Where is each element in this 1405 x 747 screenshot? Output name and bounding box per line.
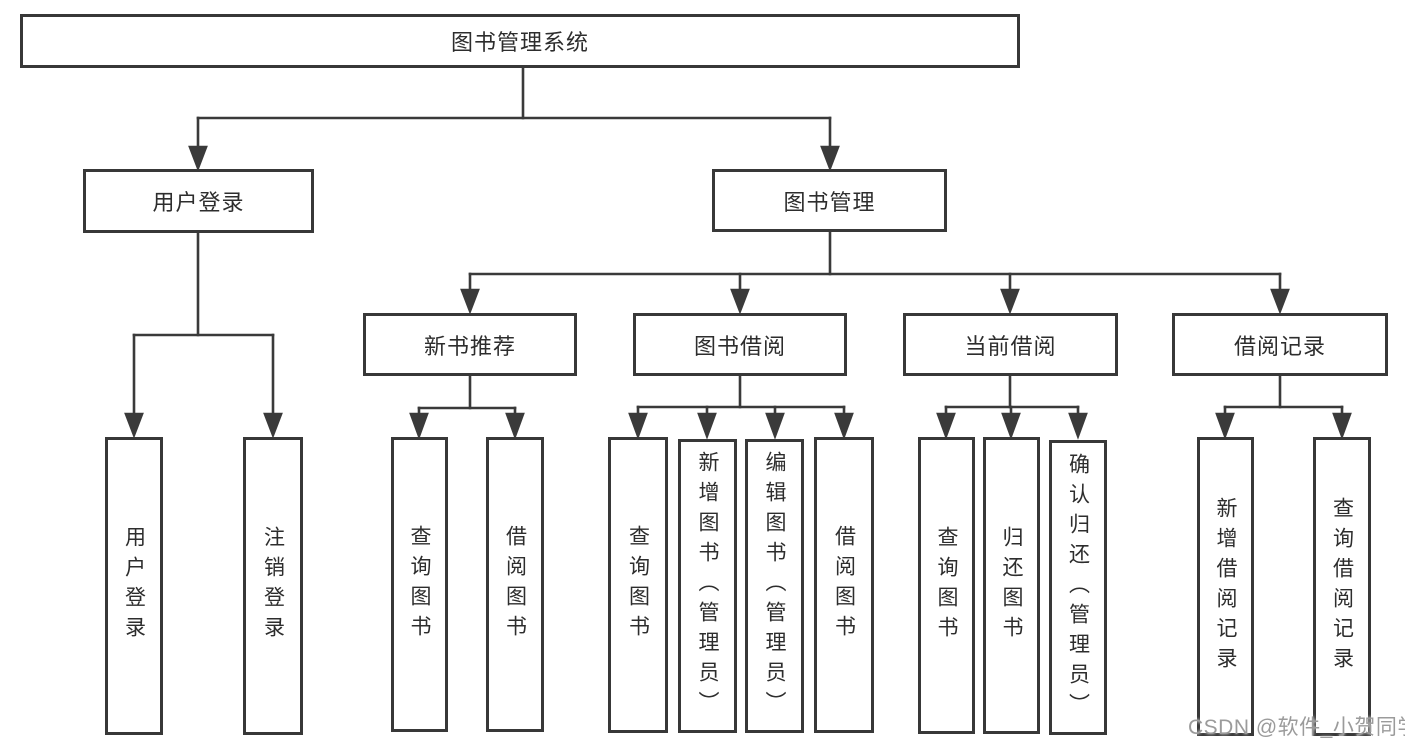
node-book-mgmt: 图书管理 <box>712 169 947 232</box>
node-new-book-rec-label: 新书推荐 <box>423 333 516 359</box>
arrowhead-icon <box>409 412 429 440</box>
node-edit-books-admin: 编辑图书（管理员） <box>745 439 804 733</box>
connector-root-to-level2 <box>188 66 840 172</box>
node-query-borrow-record: 查询借阅记录 <box>1313 437 1371 736</box>
node-query-books-cb: 查询图书 <box>918 437 975 734</box>
node-root-label: 图书管理系统 <box>450 30 589 55</box>
node-return-books: 归还图书 <box>983 437 1040 734</box>
connector-new-book-rec-children <box>409 374 525 440</box>
node-book-borrow: 图书借阅 <box>633 313 847 376</box>
connector-current-borrow-children <box>936 374 1088 440</box>
node-confirm-return-admin-label: 确认归还（管理员） <box>1066 452 1090 723</box>
node-user-login-leaf: 用户登录 <box>105 437 163 735</box>
arrowhead-icon <box>460 288 480 315</box>
node-user-login-label: 用户登录 <box>152 190 245 215</box>
node-query-books-cb-label: 查询图书 <box>935 525 958 646</box>
node-book-borrow-label: 图书借阅 <box>693 333 786 359</box>
node-borrow-books-rec: 借阅图书 <box>486 437 544 732</box>
node-query-books-rec-label: 查询图书 <box>408 524 431 645</box>
node-current-borrow-label: 当前借阅 <box>964 333 1057 359</box>
node-query-books-bb: 查询图书 <box>608 437 668 733</box>
node-confirm-return-admin: 确认归还（管理员） <box>1049 440 1107 735</box>
node-borrow-records-label: 借阅记录 <box>1233 333 1326 359</box>
node-user-login: 用户登录 <box>83 169 314 233</box>
node-borrow-books-bb-label: 借阅图书 <box>832 525 856 645</box>
arrowhead-icon <box>1000 288 1020 315</box>
node-add-books-admin-label: 新增图书（管理员） <box>696 451 719 721</box>
arrowhead-icon <box>263 412 283 439</box>
node-logout-leaf-label: 注销登录 <box>261 526 285 646</box>
arrowhead-icon <box>1001 412 1021 440</box>
arrowhead-icon <box>1068 412 1088 440</box>
node-borrow-records: 借阅记录 <box>1172 313 1388 376</box>
node-borrow-books-bb: 借阅图书 <box>814 437 874 733</box>
connector-borrow-records-children <box>1215 374 1352 440</box>
node-add-borrow-record: 新增借阅记录 <box>1197 437 1254 736</box>
node-current-borrow: 当前借阅 <box>903 313 1118 376</box>
arrowhead-icon <box>505 412 525 440</box>
arrowhead-icon <box>124 412 144 439</box>
node-query-borrow-record-label: 查询借阅记录 <box>1330 496 1354 677</box>
arrowhead-icon <box>1215 412 1235 440</box>
node-user-login-leaf-label: 用户登录 <box>122 526 146 646</box>
arrowhead-icon <box>1332 412 1352 440</box>
arrowhead-icon <box>820 145 840 172</box>
node-logout-leaf: 注销登录 <box>243 437 303 735</box>
node-root: 图书管理系统 <box>20 14 1020 68</box>
node-new-book-rec: 新书推荐 <box>363 313 577 376</box>
node-borrow-books-rec-label: 借阅图书 <box>503 524 527 645</box>
node-query-books-rec: 查询图书 <box>391 437 448 732</box>
node-return-books-label: 归还图书 <box>1000 525 1023 646</box>
arrowhead-icon <box>730 288 750 315</box>
csdn-watermark: CSDN @软件_小贺同学 <box>1188 716 1405 739</box>
connector-book-mgmt-to-level3 <box>460 230 1290 315</box>
arrowhead-icon <box>936 412 956 440</box>
arrowhead-icon <box>834 412 854 440</box>
node-add-borrow-record-label: 新增借阅记录 <box>1214 496 1237 677</box>
node-book-mgmt-label: 图书管理 <box>783 189 876 215</box>
arrowhead-icon <box>188 145 208 172</box>
arrowhead-icon <box>628 412 648 440</box>
arrowhead-icon <box>1270 288 1290 315</box>
node-add-books-admin: 新增图书（管理员） <box>678 439 737 733</box>
node-edit-books-admin-label: 编辑图书（管理员） <box>763 451 786 721</box>
node-query-books-bb-label: 查询图书 <box>626 525 650 645</box>
arrowhead-icon <box>765 412 785 440</box>
connector-book-borrow-children <box>628 374 854 440</box>
arrowhead-icon <box>697 412 717 440</box>
connector-user-login-children <box>124 231 283 439</box>
